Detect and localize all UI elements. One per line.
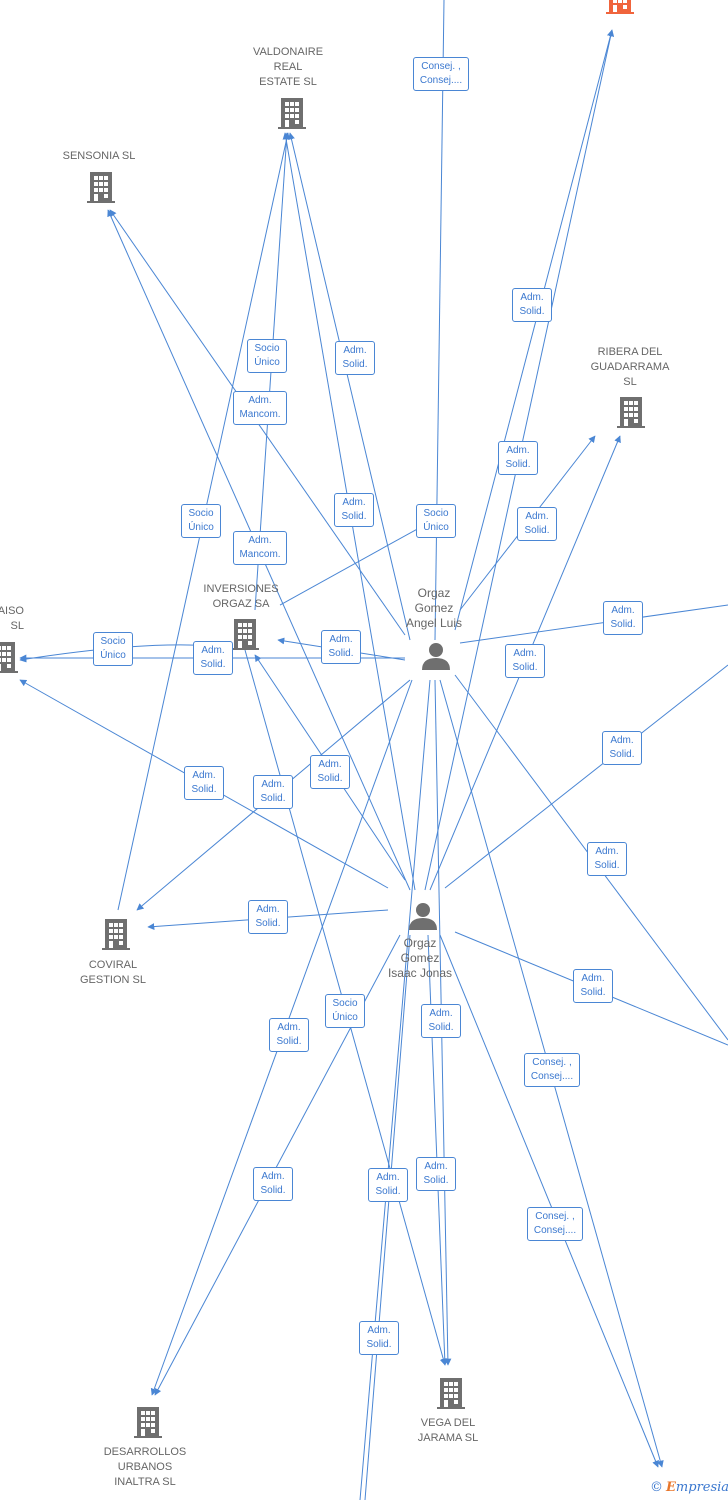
edge-label[interactable]: Socio Único <box>181 504 221 538</box>
edge-label[interactable]: Adm. Solid. <box>184 766 224 800</box>
edge-label[interactable]: Adm. Solid. <box>368 1168 408 1202</box>
edge <box>279 521 431 606</box>
edge <box>459 604 728 644</box>
edge <box>359 679 431 1500</box>
edge-label[interactable]: Adm. Solid. <box>248 900 288 934</box>
edge-label[interactable]: Adm. Mancom. <box>233 531 287 565</box>
edge-label[interactable]: Adm. Solid. <box>310 755 350 789</box>
company-label-ribera[interactable]: RIBERA DEL GUADARRAMA SL <box>590 346 670 388</box>
edge-label[interactable]: Socio Único <box>247 339 287 373</box>
edge-label[interactable]: Adm. Solid. <box>193 641 233 675</box>
edge-label[interactable]: Adm. Mancom. <box>233 391 287 425</box>
company-label-aiso[interactable]: AISO SL <box>0 605 24 632</box>
edge <box>434 0 445 641</box>
building-icon[interactable] <box>231 618 259 652</box>
edge <box>439 934 659 1468</box>
building-icon[interactable] <box>87 171 115 205</box>
edge-label[interactable]: Socio Único <box>416 504 456 538</box>
edge-label[interactable]: Adm. Solid. <box>416 1157 456 1191</box>
edge-label[interactable]: Adm. Solid. <box>603 601 643 635</box>
edge-label[interactable]: Adm. Solid. <box>512 288 552 322</box>
building-icon[interactable] <box>437 1377 465 1411</box>
edge-label[interactable]: Adm. Solid. <box>602 731 642 765</box>
company-label-inversiones[interactable]: INVERSIONES ORGAZ SA <box>203 583 279 610</box>
building-icon[interactable] <box>617 396 645 430</box>
company-label-vega[interactable]: VEGA DEL JARAMA SL <box>417 1417 479 1444</box>
copyright-symbol: © <box>650 1480 663 1495</box>
person-icon[interactable] <box>409 902 437 930</box>
building-icon[interactable] <box>102 918 130 952</box>
person-label-angel[interactable]: Orgaz Gomez Angel Luis <box>405 586 463 630</box>
edge-label[interactable]: Adm. Solid. <box>335 341 375 375</box>
building-icon[interactable] <box>0 641 18 675</box>
edge <box>364 934 411 1500</box>
footer-brand[interactable]: ©Empresia <box>650 1480 728 1495</box>
edge-label[interactable]: Consej. , Consej.... <box>527 1207 583 1241</box>
edge-label[interactable]: Adm. Solid. <box>253 1167 293 1201</box>
edge-label[interactable]: Adm. Solid. <box>587 842 627 876</box>
edge-label[interactable]: Socio Único <box>93 632 133 666</box>
building-icon[interactable] <box>278 97 306 131</box>
edge-label[interactable]: Consej. , Consej.... <box>524 1053 580 1087</box>
edge-label[interactable]: Adm. Solid. <box>517 507 557 541</box>
person-icon[interactable] <box>422 642 450 670</box>
edge-label[interactable]: Socio Único <box>325 994 365 1028</box>
building-icon[interactable] <box>134 1406 162 1440</box>
company-label-valdonaire[interactable]: VALDONAIRE REAL ESTATE SL <box>252 46 324 88</box>
edge-label[interactable]: Adm. Solid. <box>498 441 538 475</box>
edge-label[interactable]: Adm. Solid. <box>573 969 613 1003</box>
building-icon[interactable] <box>606 0 634 16</box>
brand-name: mpresia <box>675 1480 728 1495</box>
company-label-desarrollos[interactable]: DESARROLLOS URBANOS INALTRA SL <box>103 1446 187 1488</box>
edge-label[interactable]: Adm. Solid. <box>359 1321 399 1355</box>
edge-label[interactable]: Adm. Solid. <box>321 630 361 664</box>
edge <box>427 934 449 1366</box>
company-label-coviral[interactable]: COVIRAL GESTION SL <box>79 959 147 986</box>
edge <box>288 132 411 641</box>
edge-label[interactable]: Adm. Solid. <box>334 493 374 527</box>
edge-label[interactable]: Adm. Solid. <box>269 1018 309 1052</box>
company-label-sensonia[interactable]: SENSONIA SL <box>62 150 136 162</box>
brand-initial: E <box>666 1480 676 1495</box>
edge <box>444 664 728 889</box>
person-label-isaac[interactable]: Orgaz Gomez Isaac Jonas <box>387 936 453 980</box>
edge-label[interactable]: Adm. Solid. <box>421 1004 461 1038</box>
edge-label[interactable]: Adm. Solid. <box>253 775 293 809</box>
edge <box>454 29 614 631</box>
edge-label[interactable]: Consej. , Consej.... <box>413 57 469 91</box>
edge-label[interactable]: Adm. Solid. <box>505 644 545 678</box>
